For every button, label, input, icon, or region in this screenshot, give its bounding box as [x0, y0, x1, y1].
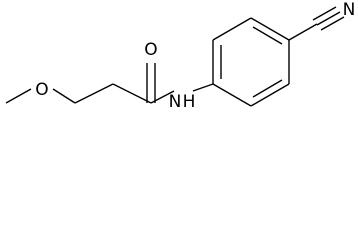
ring-bond-2	[212, 17, 252, 41]
bond-methyl-ether-oxygen	[5, 88, 32, 104]
ring-bond-5	[250, 83, 290, 107]
structure-canvas: O O N H N	[5, 0, 356, 112]
ring-inner-bond-3	[252, 79, 283, 98]
bond-nitrile-triple-1	[312, 6, 337, 21]
ring-inner-bond-2	[252, 26, 283, 45]
bond-ch2-ch2	[74, 83, 114, 104]
bond-ether-oxygen-ch2	[52, 88, 76, 104]
bond-nitrile-triple-3	[320, 16, 345, 31]
atom-hydrogen-amide: H	[183, 92, 196, 112]
ring-bond-6	[212, 83, 252, 107]
molecule-diagram: O O N H N	[5, 0, 356, 112]
bond-ring-nitrile-carbon	[288, 23, 318, 41]
bond-nitrile-triple-2	[316, 11, 341, 26]
atom-oxygen-ether: O	[35, 80, 48, 100]
atom-oxygen-carbonyl: O	[144, 40, 157, 60]
ring-bond-3	[250, 17, 290, 41]
bond-ch2-carbonyl-carbon	[112, 83, 152, 104]
bond-carbonyl-nitrogen	[150, 90, 175, 104]
atom-nitrogen-nitrile: N	[343, 0, 356, 20]
atom-nitrogen-amide: N	[169, 92, 182, 112]
bond-nitrogen-ring	[192, 83, 214, 92]
